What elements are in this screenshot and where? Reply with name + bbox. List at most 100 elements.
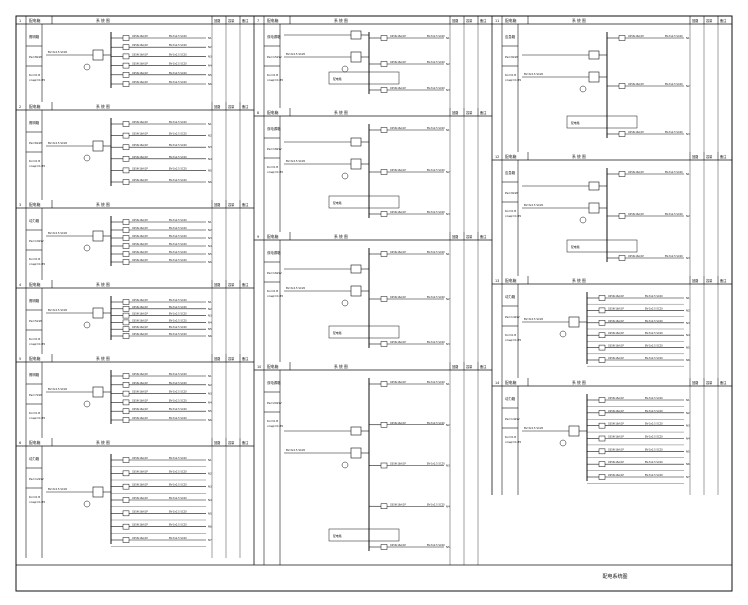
feeder-circuit-id: N3 [208,54,212,58]
panel-col-header: 容量 [466,18,473,23]
panel-spec-note: cosφ=0.85 [267,294,283,298]
panel-spec: Pe=18kW [267,147,282,151]
panel-col-header: 备注 [480,110,487,115]
feeder-circuit-id: N2 [686,214,690,218]
feeder-cable-label: BV-3x2.5 SC20 [169,251,187,254]
panel-header-text: 系 统 图 [334,364,348,369]
feeder-circuit-id: N6 [208,260,212,264]
incoming-cable-label: BV-3x2.5 SC20 [524,317,543,321]
feeder-cable-label: BV-3x2.5 SC20 [645,423,663,426]
feeder-breaker-label: C65N-16A/1P [608,410,624,413]
feeder-circuit-id: N4 [208,498,212,502]
panel-header-text: 系 统 图 [96,104,110,109]
enclosure-box [328,195,400,209]
panel-col-header: 备注 [720,380,727,385]
panel-spec: Pe=9kW [505,191,518,195]
panel-col-header: 备注 [720,278,727,283]
feeder-circuit-id: N2 [446,423,450,427]
feeder-circuit-id: N7 [686,475,690,479]
panel-spec-note: cosφ=0.85 [267,170,283,174]
feeder-breaker [618,131,626,137]
feeder-breaker-label: C65N-16A/1P [628,213,644,216]
panel-col-header: 回路 [692,154,699,159]
feeder-breaker-label: C65N-16A/1P [628,83,644,86]
feeder-cable-label: BV-3x2.5 SC20 [645,357,663,360]
feeder-cable-label: BV-3x2.5 SC20 [169,319,187,322]
panel-header-text: 系 统 图 [334,234,348,239]
feeder-cable-label: BV-3x2.5 SC20 [169,399,187,402]
ats-switch-box [350,30,362,40]
panel-col-header: 容量 [466,364,473,369]
feeder-circuit-id: N3 [446,342,450,346]
feeder-breaker [598,320,606,326]
main-switch-box [350,285,362,297]
panel-header-text: 系 统 图 [334,110,348,115]
incoming-cable-label: BV-3x2.5 SC20 [48,141,67,145]
feeder-circuit-id: N6 [208,418,212,422]
meter-symbol [341,461,349,469]
drawing-frame [15,15,733,592]
panel-spec-note: cosφ=0.85 [29,500,45,504]
panel-spec: Pe=5kW [29,319,42,323]
panel-box-name: 双电源箱 [267,126,281,131]
feeder-cable-label: BV-3x2.5 SC20 [169,219,187,222]
meter-symbol [559,330,567,338]
feeder-breaker-label: C65N-16A/1P [132,227,148,230]
feeder-circuit-id: N5 [686,346,690,350]
feeder-breaker-label: C65N-16A/1P [132,326,148,329]
feeder-circuit-id: N3 [208,392,212,396]
feeder-breaker-label: C65N-16A/1P [390,251,406,254]
feeder-breaker-label: C65N-16A/1P [608,307,624,310]
feeder-circuit-id: N5 [208,168,212,172]
feeder-cable-label: BV-3x2.5 SC20 [169,179,187,182]
panel-title: 配电箱 [267,110,279,115]
feeder-cable-label: BV-3x2.5 SC20 [665,83,683,86]
meter-symbol [579,216,587,224]
incoming-cable-label: BV-3x2.5 SC20 [286,52,305,56]
incoming-cable-label: BV-3x2.5 SC20 [48,387,67,391]
panel-box-name: 照明箱 [29,120,40,125]
feeder-cable-label: BV-3x2.5 SC20 [427,127,445,130]
panel-col-header: 回路 [214,18,221,23]
feeder-circuit-id: N2 [446,62,450,66]
feeder-circuit-id: N5 [208,252,212,256]
feeder-breaker-label: C65N-16A/1P [628,255,644,258]
feeder-breaker-label: C65N-16A/1P [390,544,406,547]
feeder-cable-label: BV-3x2.5 SC20 [169,470,187,473]
panel-col-header: 备注 [242,104,249,109]
feeder-breaker [380,544,388,550]
feeder-breaker-label: C65N-16A/1P [390,35,406,38]
enclosure-label: 配电箱 [571,121,580,125]
panel-col-header: 回路 [692,278,699,283]
feeder-circuit-id: N1 [686,36,690,40]
feeder-circuit-id: N1 [446,252,450,256]
panel-col-header: 备注 [242,440,249,445]
feeder-breaker-label: C65N-16A/1P [390,296,406,299]
feeder-breaker [122,326,130,332]
panel-header-text: 系 统 图 [572,18,586,23]
panel-title: 配电箱 [505,18,517,23]
panel-col-header: 备注 [720,154,727,159]
panel-spec: Pe=6kW [29,141,42,145]
feeder-cable-label: BV-3x2.5 SC20 [427,211,445,214]
feeder-breaker-label: C65N-16A/1P [132,537,148,540]
feeder-circuit-id: N4 [686,437,690,441]
feeder-breaker-label: C65N-16A/1P [608,461,624,464]
feeder-breaker [122,382,130,388]
main-switch-box [92,230,104,242]
panel-title: 配电箱 [505,278,517,283]
feeder-cable-label: BV-3x2.5 SC20 [645,397,663,400]
feeder-breaker [380,169,388,175]
panel-spec-note: Kx=0.8 [505,435,516,439]
feeder-cable-label: BV-3x2.5 SC20 [645,295,663,298]
feeder-breaker [122,132,130,139]
main-switch-box [92,140,104,152]
feeder-circuit-id: N2 [446,297,450,301]
feeder-breaker-label: C65N-16A/1P [608,474,624,477]
feeder-breaker [380,35,388,41]
feeder-breaker [122,167,130,174]
